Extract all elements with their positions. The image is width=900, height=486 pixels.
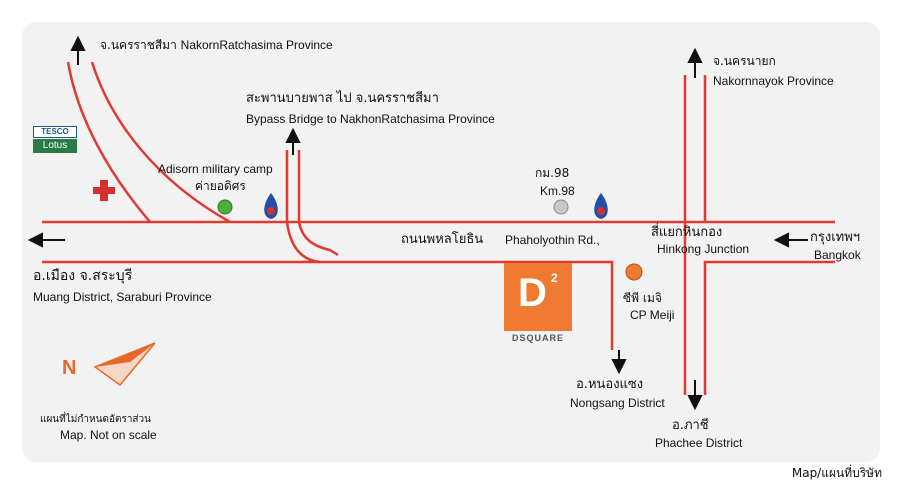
tesco-lotus-logo: TESCO Lotus xyxy=(33,126,77,156)
arrow-head-bypass xyxy=(285,127,301,143)
label-cpmeiji-th: ซีพี เมจิ xyxy=(623,291,662,305)
label-road-th: ถนนพหลโยธิน xyxy=(401,232,484,247)
arrow-head-bangkok xyxy=(773,232,789,248)
lotus-logo-text: Lotus xyxy=(33,139,77,153)
bypass-east-edge xyxy=(297,150,339,257)
military-camp-icon xyxy=(217,199,233,215)
label-bypass-en: Bypass Bridge to NakhonRatchasima Provin… xyxy=(246,112,495,126)
label-cpmeiji-en: CP Meiji xyxy=(630,308,675,322)
dsquare-superscript: 2 xyxy=(551,271,558,285)
label-adisorn-en: Adisorn military camp xyxy=(158,162,273,176)
label-nongsang-en: Nongsang District xyxy=(570,396,665,410)
label-scale-th: แผนที่ไม่กำหนดอัตราส่วน xyxy=(40,414,151,425)
label-north-top: จ.นครราชสีมา NakornRatchasima Province xyxy=(100,38,333,52)
label-nakornnayok-en: Nakornnayok Province xyxy=(713,74,834,88)
label-adisorn-th: ค่ายอดิศร xyxy=(195,179,246,193)
label-km98-en: Km.98 xyxy=(540,184,575,198)
hospital-icon xyxy=(93,180,115,201)
arrow-head-north-1 xyxy=(70,35,86,51)
label-nakornnayok-th: จ.นครนายก xyxy=(713,54,776,68)
road-northwest-inner xyxy=(90,61,231,224)
gas-station-icon-1 xyxy=(264,193,278,219)
dsquare-letter: D xyxy=(518,271,547,315)
bypass-west-edge xyxy=(285,150,321,264)
gas-station-icon-2 xyxy=(594,193,608,219)
label-muang-th: อ.เมือง จ.สระบุรี xyxy=(33,268,133,284)
road-phaholyothin-south-edge xyxy=(42,260,614,350)
arrow-head-west xyxy=(27,232,43,248)
road-south-east-edge xyxy=(703,260,835,395)
km98-marker-icon xyxy=(553,199,569,215)
label-bangkok-en: Bangkok xyxy=(814,248,861,262)
road-northwest-outer xyxy=(66,61,151,223)
label-hinkong-th: สี่แยกหินกอง xyxy=(651,225,723,240)
label-muang-en: Muang District, Saraburi Province xyxy=(33,290,212,304)
tesco-logo-text: TESCO xyxy=(33,126,77,138)
compass-icon xyxy=(93,342,156,387)
arrow-head-nakornnayok xyxy=(687,47,703,63)
map-credit: Map/แผนที่บริษัท xyxy=(791,466,882,480)
label-km98-th: กม.98 xyxy=(535,166,570,180)
label-hinkong-en: Hinkong Junction xyxy=(657,242,750,256)
label-scale-en: Map. Not on scale xyxy=(60,428,157,442)
label-phachee-th: อ.ภาชี xyxy=(672,418,709,433)
dsquare-logo: D 2 DSQUARE xyxy=(504,263,572,343)
arrow-head-nongsang xyxy=(611,359,627,375)
dsquare-name: DSQUARE xyxy=(511,333,564,343)
label-phachee-en: Phachee District xyxy=(655,436,743,450)
arrow-head-phachee xyxy=(687,395,703,411)
label-road-en: Phaholyothin Rd., xyxy=(505,233,600,247)
label-bypass-th: สะพานบายพาส ไป จ.นครราชสีมา xyxy=(246,91,439,106)
label-north-top-th: จ.นครราชสีมา xyxy=(100,38,177,52)
label-nongsang-th: อ.หนองแซง xyxy=(576,377,644,392)
map-panel xyxy=(22,22,880,462)
compass-north-letter: N xyxy=(62,357,77,379)
label-north-top-en: NakornRatchasima Province xyxy=(180,38,333,52)
label-bangkok-th: กรุงเทพฯ xyxy=(810,230,861,245)
cp-meiji-icon xyxy=(625,263,643,281)
